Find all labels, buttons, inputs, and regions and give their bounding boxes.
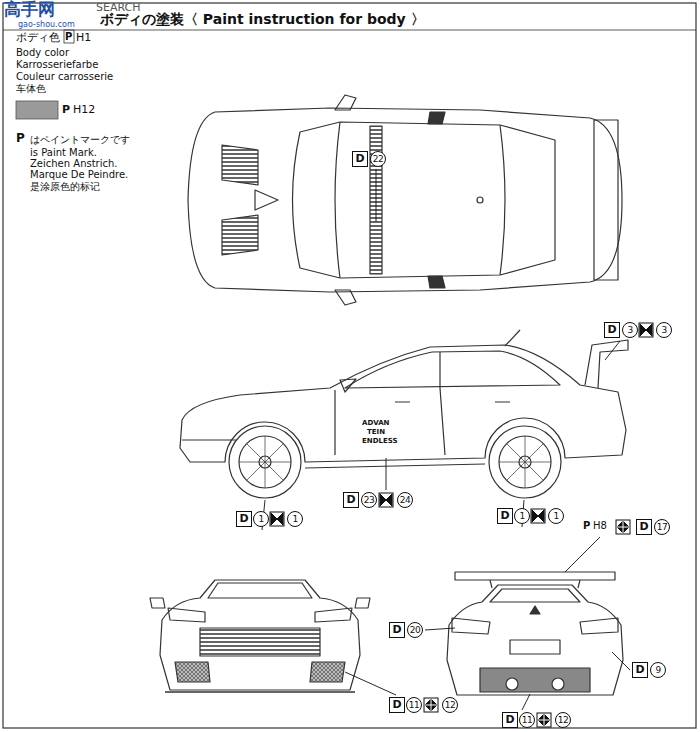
paint-mark: P (583, 520, 590, 532)
decal-mark: D (389, 622, 405, 638)
decal-mark: D (636, 519, 652, 535)
decal-mark: D (236, 511, 252, 527)
callout-number: 23 (361, 492, 377, 508)
page-title: ボディの塗装〈 Paint instruction for body 〉 (100, 11, 425, 29)
note-text: 是涂原色的标记 (30, 181, 100, 193)
paint-mark: P (16, 132, 25, 146)
note-text: SEARCH (96, 2, 141, 15)
note-text: H1 (76, 32, 91, 45)
note-text: H12 (73, 104, 95, 117)
decal-mark: D (352, 151, 368, 167)
note-text: Zeichen Anstrich. (30, 158, 118, 170)
paint-mark: P (62, 104, 70, 117)
callout-number: 1 (548, 508, 564, 524)
paint-mark: TEIN (367, 428, 385, 436)
callout-number: 11 (406, 697, 422, 713)
note-text: Body color (16, 47, 69, 59)
callout-number: 20 (407, 622, 423, 638)
paint-mark: ENDLESS (362, 437, 397, 445)
callout-number: 1 (253, 511, 269, 527)
decal-mark: D (604, 322, 620, 338)
callout-number: 3 (656, 322, 672, 338)
paint-mark: ADVAN (362, 419, 389, 427)
paint-mark: P (65, 31, 72, 43)
callout-number: 9 (650, 662, 666, 678)
note-text: gao-shou.com (18, 20, 75, 29)
callout-number: 22 (370, 151, 386, 167)
note-text: Marque De Peindre. (30, 169, 128, 181)
callout-number: 3 (622, 322, 638, 338)
callout-number: 12 (555, 712, 571, 728)
note-text: ボディ色 (16, 32, 60, 45)
callout-number: 11 (519, 712, 535, 728)
note-text: Karrosseriefarbe (16, 59, 98, 71)
note-text: Couleur carrosserie (16, 71, 113, 83)
decal-mark: D (632, 662, 648, 678)
callout-number: 24 (397, 492, 413, 508)
decal-mark: D (389, 697, 405, 713)
callout-number: 1 (514, 508, 530, 524)
decal-mark: D (502, 712, 518, 728)
note-text: はペイントマークです (30, 134, 130, 146)
note-text: is Paint Mark. (30, 147, 97, 159)
note-text: H8 (593, 520, 607, 532)
callout-number: 17 (654, 519, 670, 535)
callout-number: 1 (287, 511, 303, 527)
decal-mark: D (343, 492, 359, 508)
decal-mark: D (497, 508, 513, 524)
watermark: 高手网 (4, 0, 55, 20)
callout-number: 12 (442, 697, 458, 713)
note-text: 车体色 (16, 83, 46, 95)
